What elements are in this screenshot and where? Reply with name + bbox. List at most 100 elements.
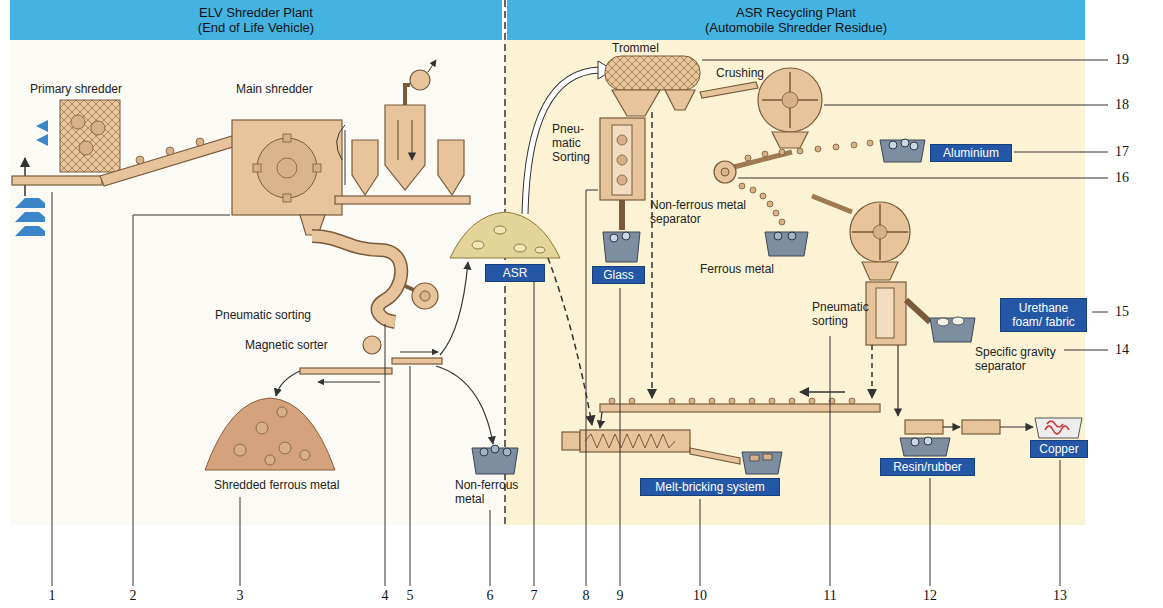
callout-number: 13 <box>1053 588 1067 604</box>
non-ferrous-bin <box>480 448 488 456</box>
pneumatic-sorter-glass <box>622 232 630 240</box>
melt-bricking-machine <box>763 454 772 460</box>
melt-bricking-machine <box>562 432 580 450</box>
return-conveyor <box>600 392 880 428</box>
return-conveyor <box>609 398 615 404</box>
cyclone-units <box>428 60 436 72</box>
ferrous-stream <box>788 232 796 240</box>
second-crusher <box>852 204 908 260</box>
return-conveyor <box>600 412 602 428</box>
pneumatic-sorting-duct <box>312 236 438 322</box>
cyclone-units <box>438 140 464 195</box>
asr-pile <box>548 258 592 425</box>
melt-bricking-machine <box>580 430 690 452</box>
main-shredder <box>232 120 342 235</box>
aluminium-stream <box>867 140 873 146</box>
car-icons <box>15 226 45 236</box>
leader-line <box>1064 350 1108 351</box>
aluminium-stream <box>797 148 803 154</box>
second-crusher <box>812 196 852 212</box>
primary-shredder <box>79 141 93 155</box>
return-conveyor <box>769 398 775 404</box>
node-text: Glass <box>603 268 634 282</box>
primary-shredder <box>12 100 236 186</box>
second-crusher <box>897 345 898 416</box>
second-crusher <box>952 317 964 325</box>
part-label: Shredded ferrous metal <box>214 478 339 492</box>
part-label: Trommel <box>612 41 659 55</box>
callout-number: 18 <box>1115 97 1129 113</box>
return-conveyor <box>709 398 715 404</box>
ferrous-stream <box>739 183 808 256</box>
node-text: ELV Shredder Plant (End of Life Vehicle) <box>194 5 319 35</box>
primary-shredder <box>71 115 85 129</box>
ferrous-stream <box>739 183 745 189</box>
crusher <box>772 132 808 148</box>
part-label: Specific gravity separator <box>975 345 1067 373</box>
pneumatic-sorter-glass <box>619 200 625 230</box>
aluminium-stream <box>910 142 918 150</box>
trommel <box>605 56 700 116</box>
product-label: Melt-bricking system <box>640 478 780 496</box>
part-label: Pneu- matic Sorting <box>552 122 596 164</box>
ferrous-stream <box>760 193 766 199</box>
primary-shredder <box>136 156 144 164</box>
second-crusher <box>850 202 910 262</box>
cyclone-units <box>337 125 345 160</box>
part-label: Main shredder <box>236 82 313 96</box>
callout-number: 17 <box>1115 144 1129 160</box>
melt-bricking-machine <box>690 448 740 464</box>
crusher <box>721 168 729 176</box>
return-conveyor <box>729 398 735 404</box>
pneumatic-sorting-duct <box>312 236 401 322</box>
return-conveyor <box>629 398 635 404</box>
ferrous-pile <box>256 422 268 434</box>
ferrous-stream <box>779 219 785 225</box>
aluminium-stream <box>901 139 909 147</box>
second-crusher <box>876 288 894 338</box>
magnetic-sorter <box>392 358 442 364</box>
trommel <box>605 56 700 90</box>
ferrous-stream <box>765 232 808 256</box>
callout-number: 7 <box>531 588 538 604</box>
melt-bricking-machine <box>742 452 782 474</box>
leader-line <box>824 105 1108 106</box>
ferrous-pile <box>279 442 291 454</box>
pneumatic-sorter-glass <box>617 175 627 185</box>
cyclone-units <box>385 105 425 190</box>
pneumatic-sorter-glass <box>610 234 618 242</box>
node-text: Urethane foam/ fabric <box>1005 301 1082 329</box>
magnetic-sorter <box>436 366 493 444</box>
background <box>10 40 505 525</box>
header-band: ELV Shredder Plant (End of Life Vehicle) <box>10 0 502 40</box>
leader-line <box>490 510 491 586</box>
part-label: Magnetic sorter <box>245 338 328 352</box>
primary-shredder <box>12 176 102 185</box>
primary-shredder <box>196 138 204 146</box>
specific-gravity-separator <box>1045 421 1069 434</box>
second-crusher <box>930 318 975 342</box>
leader-line <box>1060 460 1061 586</box>
part-label: Pneumatic sorting <box>215 308 311 322</box>
callout-number: 3 <box>237 588 244 604</box>
asr-pile <box>472 241 484 249</box>
main-shredder <box>283 194 291 202</box>
specific-gravity-separator <box>924 437 932 445</box>
aluminium-stream <box>745 139 925 162</box>
background <box>504 0 506 525</box>
pneumatic-sorting-duct <box>312 236 401 322</box>
ferrous-pile <box>205 398 335 470</box>
ferrous-stream <box>773 210 779 216</box>
return-conveyor <box>809 398 815 404</box>
main-shredder <box>313 164 321 172</box>
second-crusher <box>866 282 906 345</box>
non-ferrous-bin <box>491 445 499 453</box>
part-label: Non-ferrous metal separator <box>650 198 750 226</box>
part-label: Ferrous metal <box>700 262 774 276</box>
second-crusher <box>862 262 898 280</box>
aluminium-stream <box>779 149 785 155</box>
callout-number: 1 <box>49 588 56 604</box>
crusher <box>758 68 822 132</box>
leader-line <box>620 288 621 586</box>
